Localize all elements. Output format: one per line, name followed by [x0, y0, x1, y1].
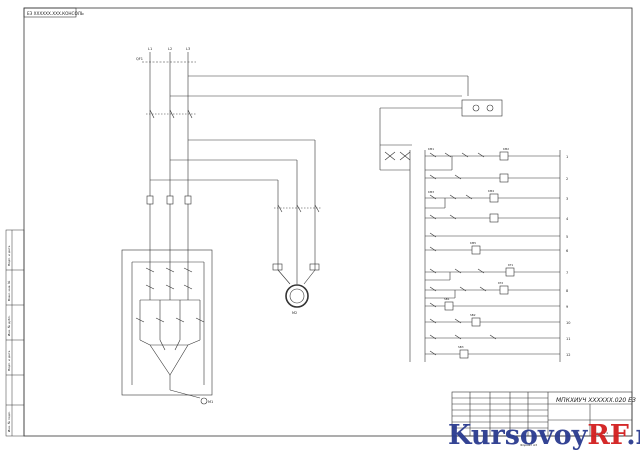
- svg-text:SB1: SB1: [444, 297, 450, 301]
- svg-text:4: 4: [566, 217, 569, 221]
- motor2-label: M2: [292, 311, 297, 315]
- svg-text:Подп. и дата: Подп. и дата: [7, 245, 11, 266]
- power-bus-lines: [142, 52, 469, 270]
- left-stamp-column: [5, 229, 25, 437]
- motor2-symbol: [285, 284, 309, 308]
- svg-text:10: 10: [566, 321, 570, 325]
- svg-text:7: 7: [566, 271, 568, 275]
- watermark-part2: RF: [587, 420, 628, 451]
- svg-text:ЕЗ ХХХХХХ.ХХХ.КОНСОЛЬ: ЕЗ ХХХХХХ.ХХХ.КОНСОЛЬ: [27, 11, 84, 16]
- svg-text:SB3: SB3: [458, 345, 464, 349]
- svg-text:L1: L1: [148, 47, 152, 51]
- svg-text:KM2: KM2: [503, 147, 509, 151]
- svg-text:1: 1: [566, 155, 568, 159]
- sheet-frame: [23, 7, 633, 437]
- left-stamp-labels: Подп. и дата Взам. инв. № Инв. № дубл. П…: [7, 245, 11, 432]
- svg-text:KM4: KM4: [488, 189, 494, 193]
- control-circuit-frame: [379, 99, 561, 362]
- main-contactor-contacts: [146, 109, 196, 119]
- svg-text:KT1: KT1: [508, 263, 513, 267]
- svg-text:KM5: KM5: [470, 241, 476, 245]
- motor2-branch: [272, 204, 322, 285]
- svg-text:SB2: SB2: [470, 313, 476, 317]
- watermark-part1: Kursovoy: [448, 420, 589, 451]
- svg-text:L2: L2: [168, 47, 172, 51]
- rung-numbers: 1 2 3 4 5 6 7 8 9 10 11 12: [566, 155, 570, 357]
- watermark-logo: KursovoyRF.ru: [448, 420, 640, 451]
- svg-text:12: 12: [566, 353, 570, 357]
- control-coils: [444, 151, 515, 359]
- svg-text:Инв. № дубл.: Инв. № дубл.: [7, 315, 11, 336]
- power-labels: L1 L2 L3 QF1: [136, 47, 190, 61]
- svg-text:Подп. и дата: Подп. и дата: [7, 350, 11, 371]
- svg-text:KursovoyRF.ru: KursovoyRF.ru: [448, 420, 640, 451]
- control-rungs: [425, 155, 560, 355]
- svg-text:9: 9: [566, 305, 568, 309]
- corner-stamp: ЕЗ ХХХХХХ.ХХХ.КОНСОЛЬ: [23, 7, 84, 18]
- svg-text:KM1: KM1: [428, 147, 434, 151]
- contactor-block: [121, 249, 213, 399]
- svg-text:L3: L3: [186, 47, 190, 51]
- title-block-sheets: Листов 1: [594, 431, 608, 435]
- svg-text:5: 5: [566, 235, 568, 239]
- motor1-symbol: [200, 397, 208, 405]
- svg-text:Инв. № подл.: Инв. № подл.: [7, 411, 11, 432]
- svg-text:Взам. инв. №: Взам. инв. №: [7, 281, 11, 301]
- motor2-inner: [289, 288, 305, 304]
- svg-text:2: 2: [566, 177, 568, 181]
- svg-text:KM3: KM3: [428, 190, 434, 194]
- title-block-format: Формат А3: [520, 443, 537, 447]
- control-contacts: [429, 152, 497, 356]
- svg-text:KT2: KT2: [498, 281, 503, 285]
- power-fuses: [146, 195, 192, 205]
- motor1-label: M1: [208, 400, 213, 404]
- svg-text:8: 8: [566, 289, 568, 293]
- title-block: [451, 391, 633, 437]
- svg-text:3: 3: [566, 197, 568, 201]
- watermark-part3: .ru: [626, 420, 640, 451]
- contact-labels: KM1 KM2 KM3 KM4 KM5 KT1 KT2 SB1 SB2 SB3: [428, 147, 513, 349]
- svg-text:11: 11: [566, 337, 570, 341]
- svg-text:QF1: QF1: [136, 57, 143, 61]
- svg-text:6: 6: [566, 249, 568, 253]
- title-block-code: МПКХИУЧ ХХХХХХ.020 ЕЗ: [556, 397, 636, 404]
